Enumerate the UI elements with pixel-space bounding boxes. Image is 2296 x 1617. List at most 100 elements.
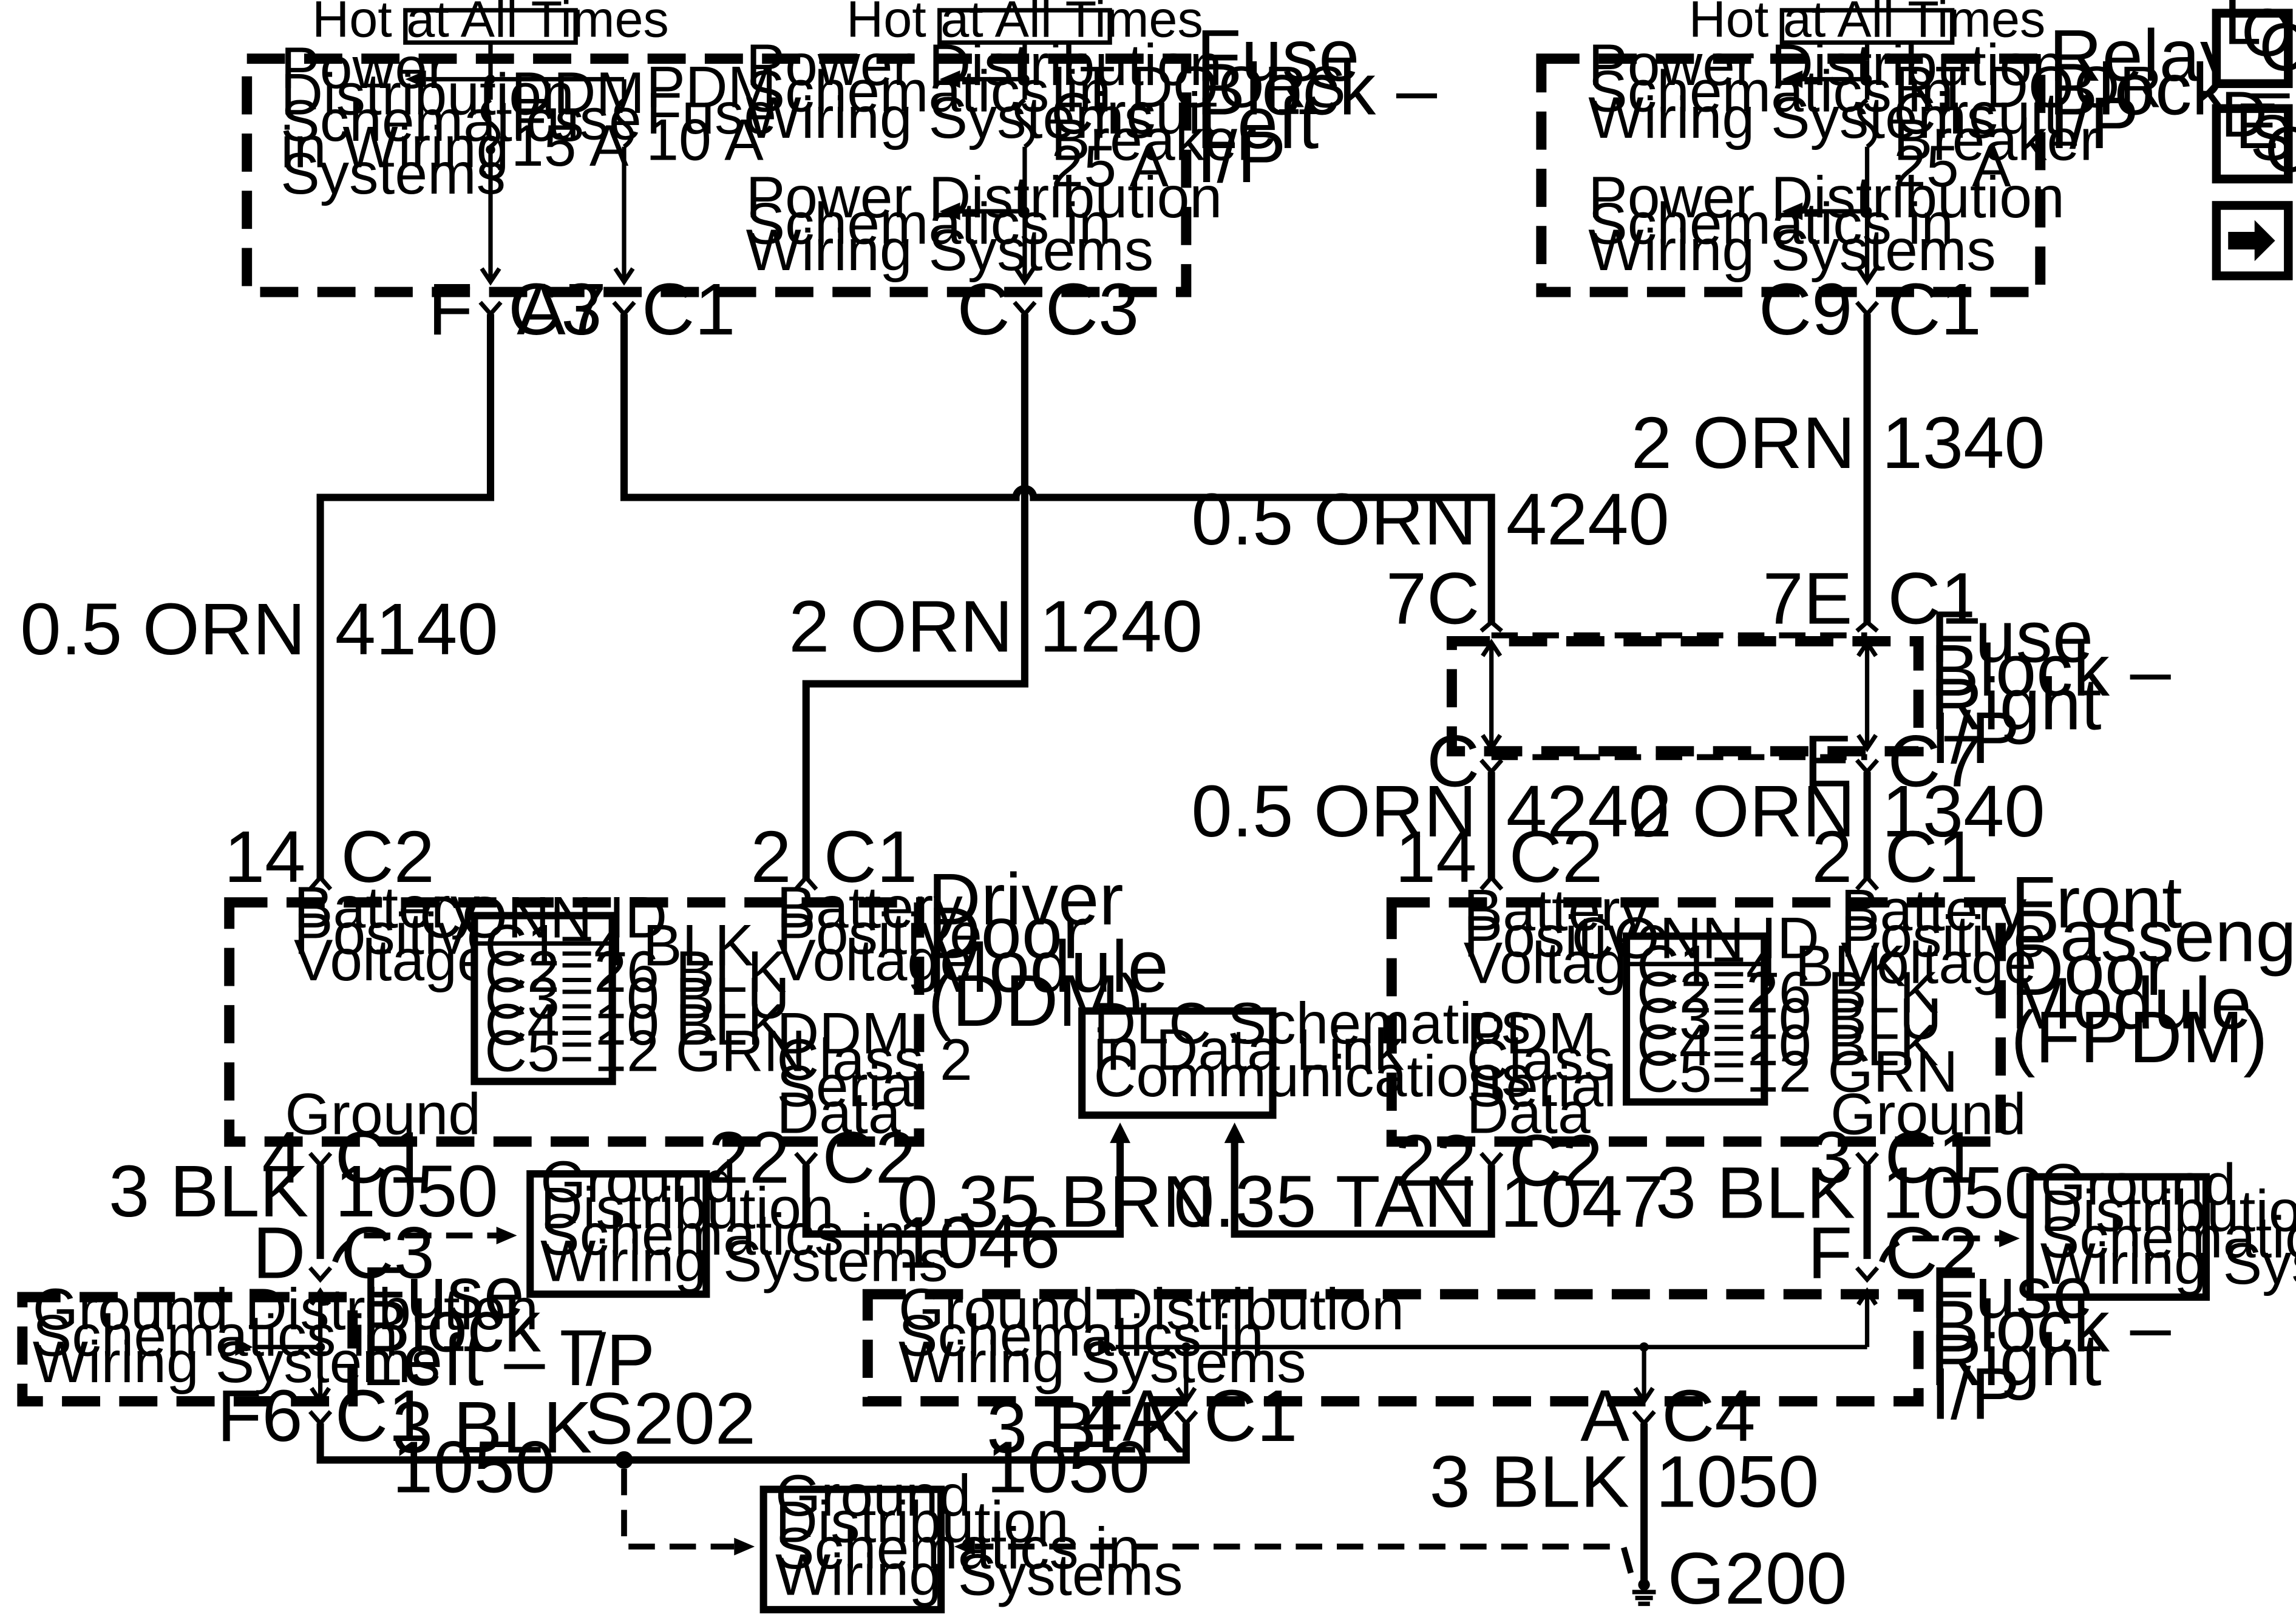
component-label-line: Fuse [1930, 1252, 2093, 1334]
ground-dist-ref-line: Ground [775, 1463, 971, 1528]
connector-symbols-modules [308, 874, 1880, 891]
wire-label-color: 3 BLK [109, 1150, 308, 1232]
connector-id: C1 [1887, 268, 1982, 350]
pin-label-line: Positive [294, 901, 500, 966]
ground-dist-ref-line: Ground Distribution [898, 1276, 1404, 1342]
connector-pin: A [1580, 1375, 1629, 1457]
wire-label-color: 2 ORN [1631, 770, 1855, 852]
breaker-label-line: Circuit [1051, 81, 1217, 146]
wire-label-color: 3 BLK [1430, 1441, 1629, 1523]
component-label-line: Fuse [361, 1252, 525, 1334]
connector-id: C2 [1509, 1119, 1603, 1201]
loc-button[interactable]: L O C [2212, 0, 2296, 89]
connector-pin: 2 [1812, 816, 1852, 898]
connector-id: C2 [1509, 816, 1603, 898]
breaker-label-line: 25 A [1894, 134, 2011, 199]
hot-tag-text: Hot at All Times [846, 0, 1203, 47]
conn-id-row: C3=10 BLU [484, 966, 790, 1031]
connector-pin: 3 [1812, 1116, 1852, 1198]
arrow-right-icon [2228, 220, 2275, 262]
arrow-right-icon [235, 1338, 253, 1356]
component-label-line: Block – [1197, 49, 1438, 131]
ground-dist-ref-fpdm[interactable]: Ground Distribution Schematics in Wiring… [2026, 1152, 2296, 1301]
component-label-line: Fuse [1197, 15, 1360, 97]
power-dist-ref-line: Power Distribution [746, 164, 1223, 230]
ground-dist-ref-line: Ground [540, 1149, 736, 1215]
fuse-block-right-ip-lower: Fuse Block – Right I/P Ground Distributi… [862, 1252, 2172, 1435]
connector-id: C1 [824, 816, 918, 898]
connector-id: C7 [1887, 720, 1982, 802]
arrow-down-icon [613, 267, 635, 286]
dlc-ref-line: DLC Schematics [1094, 991, 1531, 1056]
splice-label: S202 [585, 1378, 756, 1460]
ground-dist-ref-line: Schematics in [2040, 1205, 2296, 1270]
wire-label-circuit: 1050 [335, 1150, 498, 1232]
ground-dist-ref-line: Ground [2040, 1152, 2236, 1218]
arrow-down-icon [1856, 267, 1878, 286]
desc-button[interactable]: D E S C [2212, 78, 2296, 186]
conn-id-title: CONN ID [419, 885, 667, 951]
wire-label-color: 3 BLK [1656, 1151, 1855, 1233]
component-label-line: Door [928, 892, 1087, 974]
ground-dist-dashed-links [621, 1468, 1634, 1574]
connector-id: C2 [822, 1116, 915, 1198]
connector-pin: A7 [517, 268, 606, 350]
connector-id: C3 [1045, 268, 1140, 350]
power-dist-ref-line: Schematics in [1588, 59, 1954, 124]
arrow-left-icon [1782, 202, 1803, 220]
connector-pin: F [428, 268, 473, 350]
power-dist-ref-line: Power Distribution [1588, 164, 2065, 230]
conn-id-title: CONN ID [1572, 906, 1819, 971]
component-label-line: I/P [1930, 1353, 2020, 1435]
dlc-reference[interactable]: DLC Schematics in Data Link Communicatio… [1078, 991, 1531, 1119]
breaker-label-line: Circuit [1894, 81, 2060, 146]
pin-label-ground: Ground [285, 1082, 481, 1147]
pin-label-line: PDM [1467, 1001, 1597, 1066]
arrow-left-icon [939, 202, 960, 220]
component-label-line: Front [2011, 861, 2182, 943]
ground-dist-ref-line: Schematics in [33, 1303, 398, 1369]
power-dist-ref-line: Power Distribution [1588, 32, 2065, 98]
desc-letter: E [2235, 90, 2278, 162]
ground-dist-ref-ddm[interactable]: Ground Distribution Schematics in Wiring… [526, 1149, 948, 1298]
wire-1046 [802, 1122, 1130, 1238]
fuse-block-left-ip-lower: Fuse Block – Left – I/P Ground Distribut… [17, 1252, 655, 1427]
circuit-breaker-icon [1857, 98, 1877, 149]
next-button[interactable] [2212, 201, 2293, 280]
conn-id-row: C2=26 BLK [1637, 960, 1938, 1025]
power-dist-ref-line: Wiring Systems [746, 85, 1154, 151]
wire-4140 [316, 314, 495, 881]
loc-letter: C [2259, 9, 2296, 85]
connector-pin: C9 [1759, 268, 1853, 350]
connector-id: C1 [1887, 557, 1982, 639]
pin-label-line: Positive [776, 901, 982, 966]
pin-label-line: Battery [294, 875, 480, 940]
loc-letter: L [2224, 0, 2261, 59]
pin-label-line: Positive [1841, 904, 2046, 969]
component-label-line: Block – [1930, 1285, 2171, 1367]
ground-dist-ref-line: Schematics in [775, 1516, 1141, 1581]
wire-label-circuit: 1050 [1656, 1441, 1819, 1523]
arrow-right-icon [734, 1537, 755, 1556]
pin-label-line: Serial [776, 1054, 926, 1119]
wire-1047 [1224, 1122, 1495, 1238]
wire-label-color: 2 ORN [789, 585, 1013, 667]
connector-pin: E [1804, 720, 1853, 802]
component-label-line: Block – [361, 1285, 602, 1367]
connector-pin: C [957, 268, 1010, 350]
desc-letter: S [2250, 101, 2293, 174]
connector-pin: 2 [750, 816, 791, 898]
connector-pin: F [1808, 1212, 1853, 1294]
ground-dist-ref-line: Wiring Systems [2040, 1231, 2296, 1297]
ground-dist-ref-bottom[interactable]: Ground Distribution Schematics in Wiring… [759, 1463, 1183, 1613]
connector-id: C1 [642, 268, 736, 350]
pin-label-line: Data [1467, 1080, 1591, 1145]
power-dist-ref-line: Schematics in [1588, 191, 1954, 256]
conn-id-table: CONN ID C1=4 BLK C2=26 BLK C3=10 BLU C4=… [1572, 906, 1958, 1106]
conn-id-row: C1=4 BLK [1637, 934, 1906, 999]
ground-dist-ref-line: Distribution [775, 1490, 1069, 1555]
breaker-label-line: Breaker [1894, 107, 2099, 172]
fuse-label-line: 10 A [646, 107, 764, 172]
pin-label-line: Voltage [1841, 931, 2037, 996]
